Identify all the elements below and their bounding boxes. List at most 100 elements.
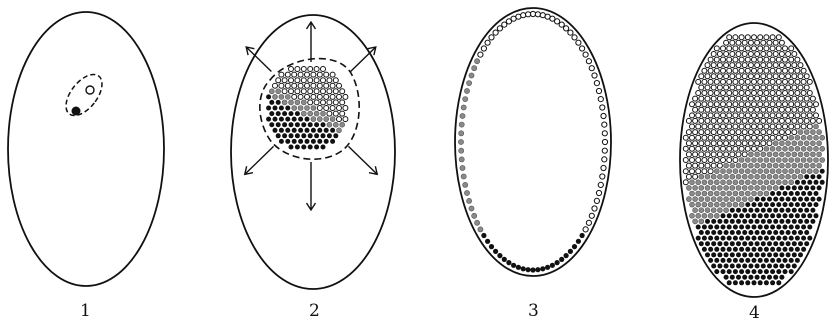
cell-dot [705,85,710,90]
cell-dot [276,78,281,83]
cell-dot [758,258,763,263]
cell-dot [714,124,719,129]
cell-dot [708,124,713,129]
cell-dot [467,198,472,203]
cell-dot [736,141,741,146]
cell-dot [721,135,726,140]
cell-dot [708,247,713,252]
cell-dot [730,264,735,269]
panel-label-2: 2 [309,301,320,321]
cell-dot [311,117,316,122]
cell-dot [717,264,722,269]
cell-dot [705,63,710,68]
cell-dot [292,139,297,144]
cell-dot [502,22,507,27]
cell-dot [580,233,585,238]
cell-dot [273,128,278,133]
cell-dot [770,169,775,174]
cell-dot [779,163,784,168]
cell-dot [795,79,800,84]
cell-dot [717,74,722,79]
cell-dot [733,169,738,174]
expansion-arrow [245,146,274,174]
cell-dot [789,169,794,174]
cell-dot [739,79,744,84]
cell-dot [736,197,741,202]
cell-dot [727,158,732,163]
cell-dot [724,230,729,235]
cell-dot [795,191,800,196]
cell-dot [600,174,605,179]
cell-dot [727,180,732,185]
cell-dot [699,130,704,135]
cell-dot [773,252,778,257]
cell-dot [330,72,335,77]
cell-dot [693,208,698,213]
cell-dot [758,280,763,285]
cell-dot [711,85,716,90]
cell-dot [767,52,772,57]
cell-dot [276,111,281,116]
cell-dot [776,280,781,285]
cell-dot [801,213,806,218]
cell-dot [748,52,753,57]
cell-dot [285,94,290,99]
cell-dot [472,66,477,71]
cell-dot [727,236,732,241]
cell-dot [493,249,498,254]
cell-dot [721,113,726,118]
cell-dot [786,197,791,202]
cell-dot [717,107,722,112]
cell-dot [690,113,695,118]
cell-dot [583,52,588,57]
cell-dot [814,191,819,196]
cell-dot [776,169,781,174]
cell-dot [773,197,778,202]
cell-dot [693,163,698,168]
cell-dot [736,85,741,90]
cell-dot [764,91,769,96]
cell-dot [792,152,797,157]
cell-dot [564,26,569,31]
cell-dot [792,85,797,90]
cell-dot [686,141,691,146]
cell-dot [770,236,775,241]
cell-dot [742,252,747,257]
cell-dot [736,163,741,168]
cell-dot [724,40,729,45]
cell-dot [767,174,772,179]
cell-dot [305,83,310,88]
cell-dot [783,113,788,118]
cell-dot [773,208,778,213]
cell-dot [792,197,797,202]
expansion-arrow [307,162,316,210]
cell-dot [502,257,507,262]
cell-dot [792,96,797,101]
cell-dot [727,91,732,96]
cell-dot [308,67,313,72]
cell-dot [770,180,775,185]
cell-dot [795,68,800,73]
cell-dot [770,191,775,196]
cell-dot [789,79,794,84]
cell-dot [733,113,738,118]
cell-dot [693,130,698,135]
cell-dot [795,158,800,163]
cell-dot [736,40,741,45]
cell-dot [721,269,726,274]
cell-dot [786,174,791,179]
cell-dot [783,102,788,107]
cell-dot [748,208,753,213]
cell-dot [317,128,322,133]
cell-dot [814,146,819,151]
cell-dot [755,52,760,57]
cell-dot [285,72,290,77]
cell-dot [752,79,757,84]
cell-dot [714,57,719,62]
cell-dot [789,269,794,274]
cell-dot [748,40,753,45]
cell-dot [798,96,803,101]
cell-dot [266,106,271,111]
cell-dot [699,118,704,123]
cell-dot [340,100,345,105]
